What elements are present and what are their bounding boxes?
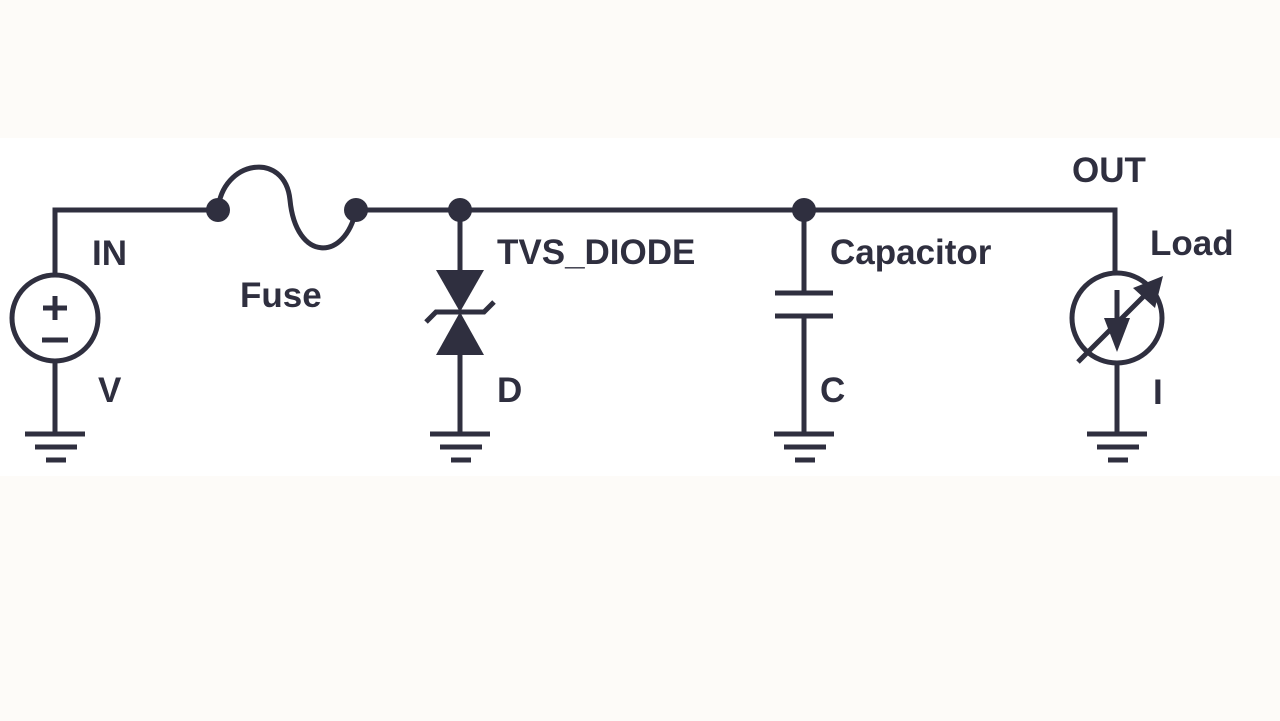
label-c: C xyxy=(820,371,845,410)
voltage-source-icon xyxy=(9,272,101,364)
wires xyxy=(52,207,1120,434)
label-d: D xyxy=(497,371,522,410)
label-tvs-diode: TVS_DIODE xyxy=(497,233,695,272)
ground-icons xyxy=(25,431,1147,463)
capacitor-icon xyxy=(775,198,833,319)
label-fuse: Fuse xyxy=(240,276,322,315)
label-v: V xyxy=(98,371,122,410)
label-capacitor: Capacitor xyxy=(830,233,992,272)
load-current-source-icon xyxy=(1069,270,1165,366)
label-load: Load xyxy=(1150,224,1234,263)
label-in: IN xyxy=(92,234,127,273)
tvs-diode-icon xyxy=(424,198,496,355)
label-out: OUT xyxy=(1072,151,1146,190)
label-i: I xyxy=(1153,373,1163,412)
diagram-background xyxy=(0,138,1280,476)
fuse-icon xyxy=(206,164,368,251)
